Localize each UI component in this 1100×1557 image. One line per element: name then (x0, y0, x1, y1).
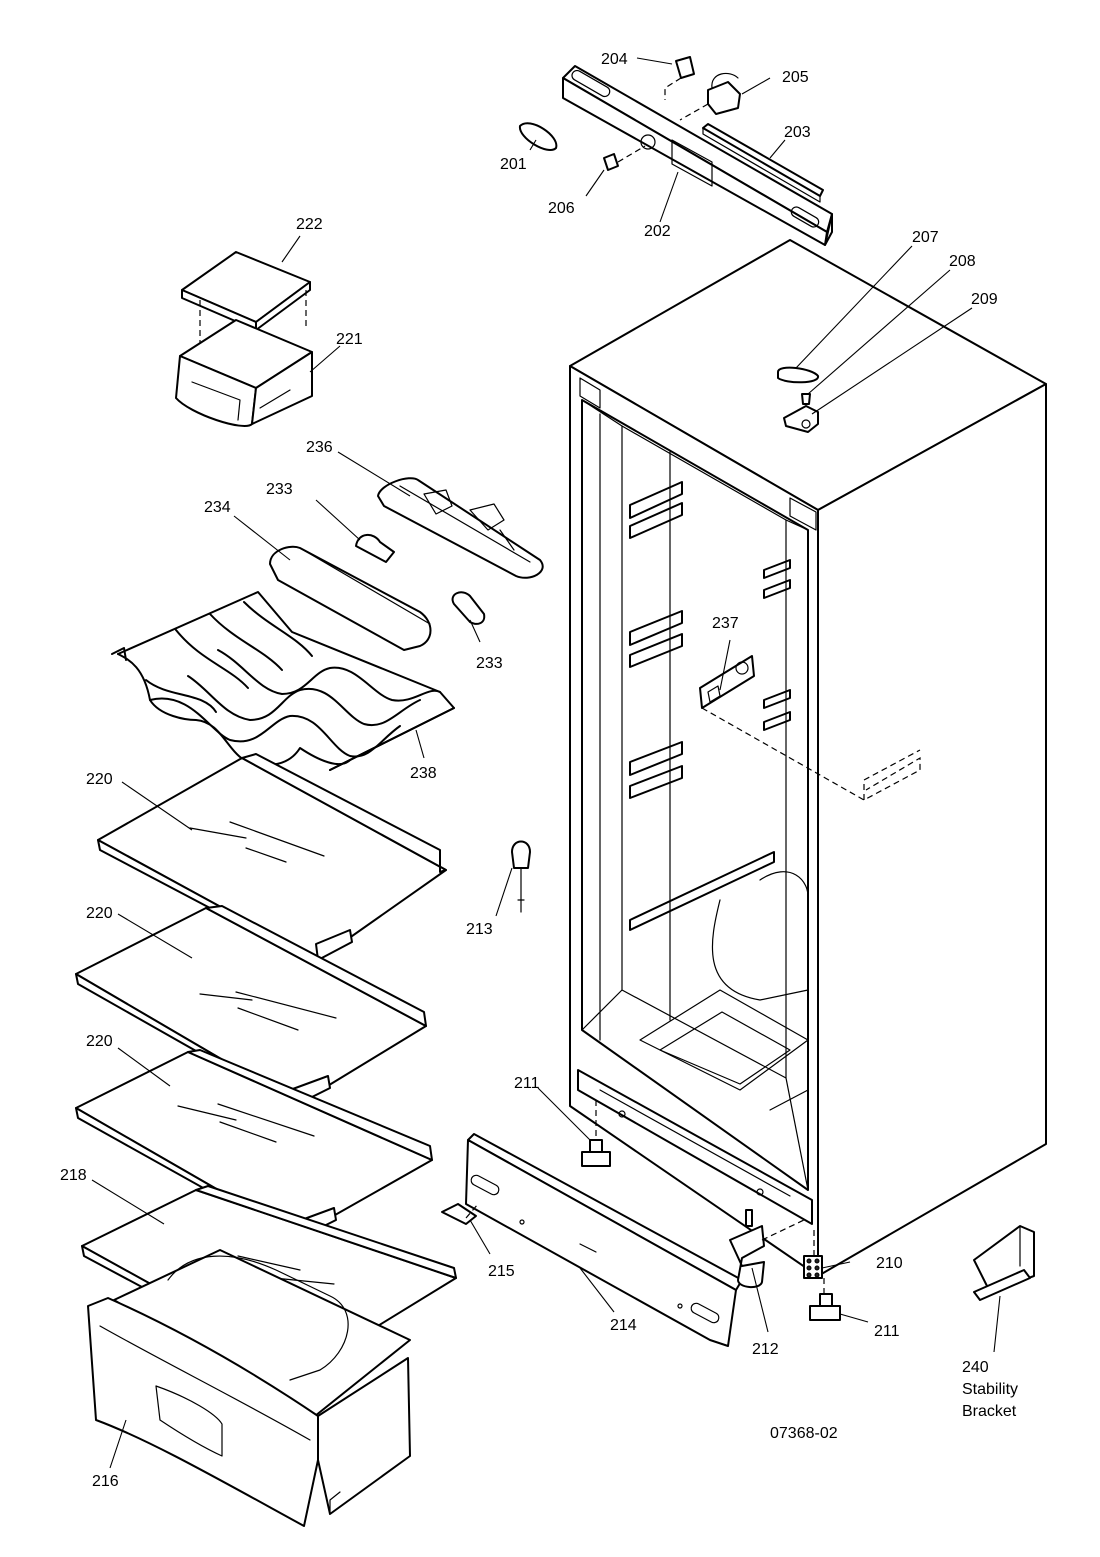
knob-part (603, 145, 646, 171)
part-label-236: 236 (306, 439, 333, 456)
part-label-233: 233 (266, 481, 293, 498)
part-label-206: 206 (548, 200, 575, 217)
part-label-210: 210 (876, 1255, 903, 1272)
part-label-202: 202 (644, 223, 671, 240)
top-hinge-part (783, 405, 819, 433)
part-label-215: 215 (488, 1263, 515, 1280)
leader-lines (91, 57, 1001, 1469)
part-name-stability: Stability (962, 1381, 1018, 1398)
stability-bracket-part (973, 1225, 1035, 1301)
switch-part (664, 56, 695, 100)
part-label-238: 238 (410, 765, 437, 782)
bulb-part (355, 534, 486, 625)
lamp-bulb-part (511, 840, 531, 913)
part-label-233: 233 (476, 655, 503, 672)
part-label-240: 240 (962, 1359, 989, 1376)
part-label-211: 211 (514, 1075, 540, 1092)
part-label-214: 214 (610, 1317, 637, 1334)
part-label-207: 207 (912, 229, 939, 246)
part-label-213: 213 (466, 921, 493, 938)
leveling-foot-part (809, 1293, 841, 1321)
part-label-209: 209 (971, 291, 998, 308)
leveling-foot-part (581, 1100, 611, 1167)
part-label-205: 205 (782, 69, 809, 86)
light-housing-part (377, 477, 544, 579)
part-label-204: 204 (601, 51, 628, 68)
part-label-211: 211 (874, 1323, 900, 1340)
hinge-pin-part (777, 366, 819, 384)
part-label-203: 203 (784, 124, 811, 141)
part-label-221: 221 (336, 331, 363, 348)
spacer-part (803, 1230, 825, 1294)
part-label-222: 222 (296, 216, 323, 233)
control-housing-part (562, 65, 833, 246)
part-label-220: 220 (86, 1033, 113, 1050)
part-name-bracket: Bracket (962, 1403, 1017, 1420)
bottom-hinge-part (729, 1209, 805, 1288)
part-label-237: 237 (712, 615, 739, 632)
thermostat-part (679, 72, 741, 121)
compartment-bin-part (175, 319, 313, 427)
part-label-216: 216 (92, 1473, 119, 1490)
part-label-201: 201 (500, 156, 527, 173)
light-cover-part (702, 123, 824, 203)
crisper-drawer-part (87, 1249, 411, 1527)
figure-code: 07368-02 (770, 1425, 838, 1442)
screw-part (801, 393, 811, 405)
part-label-234: 234 (204, 499, 231, 516)
part-label-212: 212 (752, 1341, 779, 1358)
bracket-part (441, 1203, 479, 1225)
part-label-218: 218 (60, 1167, 87, 1184)
part-label-208: 208 (949, 253, 976, 270)
wine-rack-part (111, 591, 455, 771)
lens-part (519, 122, 558, 151)
panel-part (699, 655, 921, 801)
light-shield-part (269, 545, 432, 651)
compartment-lid-part (181, 251, 311, 331)
part-number-labels: 201 202 203 204 205 206 207 208 209 210 … (60, 51, 1018, 1490)
part-label-220: 220 (86, 771, 113, 788)
part-label-220: 220 (86, 905, 113, 922)
